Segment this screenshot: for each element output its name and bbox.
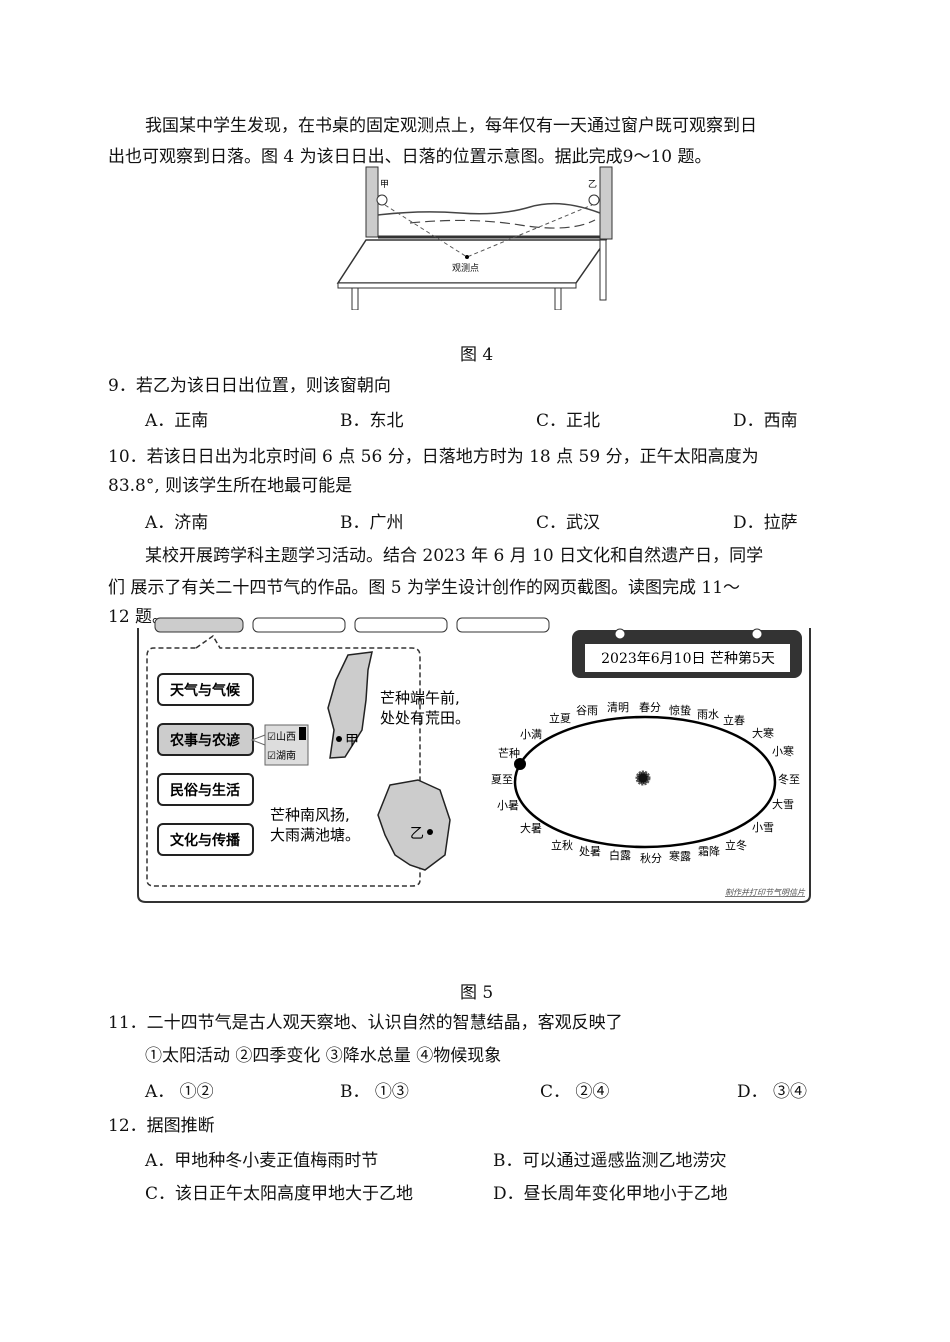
solar-term-label: 白露	[609, 848, 631, 862]
question-11: 11．二十四节气是古人观天察地、认识自然的智慧结晶，客观反映了	[108, 1013, 623, 1033]
label-yi: 乙	[588, 179, 597, 190]
sun-icon-jia	[376, 194, 388, 206]
solar-term-label: 寒露	[669, 849, 691, 863]
q12-option-b: B．可以通过遥感监测乙地涝灾	[493, 1151, 727, 1171]
question-10: 10．若该日日出为北京时间 6 点 56 分，日落地方时为 18 点 59 分，…	[108, 447, 759, 467]
menu-button-label: 民俗与生活	[170, 782, 240, 799]
solar-term-label: 立夏	[549, 711, 571, 725]
print-postcard-link[interactable]: 制作并打印节气明信片	[725, 888, 806, 897]
earth-orbit	[513, 715, 777, 849]
q11-items: ①太阳活动 ②四季变化 ③降水总量 ④物候现象	[145, 1046, 502, 1066]
solar-term-label: 立秋	[551, 838, 573, 852]
menu-button-label: 天气与气候	[170, 682, 241, 699]
solar-term-label: 小满	[520, 728, 542, 741]
solar-term-label: 小雪	[752, 821, 774, 834]
menu-button[interactable]	[157, 823, 254, 856]
checkbox-hunan: ☑湖南	[267, 749, 296, 762]
question-10-cont: 83.8°, 则该学生所在地最可能是	[108, 476, 353, 496]
q12-option-d: D．昼长周年变化甲地小于乙地	[493, 1184, 728, 1204]
q12-option-a: A．甲地种冬小麦正值梅雨时节	[145, 1151, 379, 1171]
solar-term-label: 雨水	[697, 708, 719, 721]
observation-point-label: 观测点	[452, 263, 479, 274]
proverb-2-line-1: 芒种南风扬,	[270, 806, 350, 824]
menu-button[interactable]	[157, 773, 254, 806]
intro-paragraph-1-cont: 出也可观察到日落。图 4 为该日日出、日落的位置示意图。据此完成9～10 题。	[108, 147, 712, 167]
solar-term-label: 谷雨	[576, 704, 598, 717]
intro-paragraph-2-end: 12 题。	[108, 607, 170, 627]
q11-option-d: D． ③④	[737, 1082, 808, 1102]
figure-4-caption: 图 4	[460, 345, 494, 365]
q12-option-c: C．该日正午太阳高度甲地大于乙地	[145, 1184, 414, 1204]
q9-option-d: D．西南	[733, 411, 798, 431]
question-12: 12．据图推断	[108, 1116, 215, 1136]
menu-button-label: 文化与传播	[170, 832, 241, 849]
intro-paragraph-1: 我国某中学生发现，在书桌的固定观测点上，每年仅有一天通过窗户既可观察到日	[145, 116, 757, 136]
menu-button[interactable]	[157, 673, 254, 706]
label-yi: 乙	[410, 826, 424, 842]
solar-term-label: 大暑	[520, 821, 542, 835]
proverb-1-line-2: 处处有荒田。	[380, 709, 470, 727]
solar-term-label: 大雪	[772, 797, 794, 811]
menu-button[interactable]	[157, 723, 254, 756]
solar-term-label: 秋分	[640, 851, 662, 865]
q9-option-a: A．正南	[145, 411, 209, 431]
date-banner: 2023年6月10日 芒种第5天	[601, 650, 775, 667]
q10-option-d: D．拉萨	[733, 513, 798, 533]
solar-term-label: 立春	[723, 713, 745, 727]
map-hunan	[377, 779, 451, 871]
q9-option-b: B．东北	[340, 411, 404, 431]
sun-icon	[635, 770, 651, 786]
solar-term-label: 霜降	[698, 844, 720, 858]
proverb-1-line-1: 芒种端午前,	[380, 689, 460, 707]
q10-option-a: A．济南	[145, 513, 209, 533]
solar-term-label: 立冬	[725, 838, 747, 852]
solar-term-label: 清明	[607, 701, 629, 714]
earth-marker	[514, 758, 526, 770]
q10-option-b: B．广州	[340, 513, 404, 533]
checkbox-shanxi: ☑山西	[267, 731, 296, 743]
solar-term-label: 芒种	[498, 746, 520, 760]
solar-term-label: 夏至	[491, 773, 513, 786]
proverb-2-line-2: 大雨满池塘。	[270, 826, 360, 844]
intro-paragraph-2: 某校开展跨学科主题学习活动。结合 2023 年 6 月 10 日文化和自然遗产日…	[145, 546, 764, 566]
q11-option-b: B． ①③	[340, 1082, 409, 1102]
q11-option-c: C． ②④	[540, 1082, 610, 1102]
label-jia: 甲	[345, 733, 359, 749]
solar-term-label: 冬至	[778, 772, 800, 786]
q9-option-c: C．正北	[536, 411, 601, 431]
intro-paragraph-2-cont: 们 展示了有关二十四节气的作品。图 5 为学生设计创作的网页截图。读图完成 11…	[108, 578, 741, 598]
solar-term-label: 处暑	[579, 845, 601, 858]
map-shanxi	[327, 651, 373, 759]
solar-term-label: 小寒	[772, 744, 794, 758]
q11-option-a: A． ①②	[145, 1082, 214, 1102]
solar-term-label: 大寒	[752, 726, 774, 740]
q10-option-c: C．武汉	[536, 513, 601, 533]
solar-term-label: 春分	[639, 701, 661, 714]
figure-4-window-diagram: 甲 乙 观测点	[336, 166, 613, 310]
solar-term-label: 小暑	[497, 799, 519, 812]
question-9: 9．若乙为该日日出位置，则该窗朝向	[108, 376, 391, 396]
label-jia: 甲	[380, 179, 389, 190]
menu-button-label: 农事与农谚	[169, 732, 240, 749]
sun-icon-yi	[588, 194, 600, 206]
figure-5-caption: 图 5	[460, 983, 494, 1003]
solar-term-label: 惊蛰	[669, 703, 691, 717]
